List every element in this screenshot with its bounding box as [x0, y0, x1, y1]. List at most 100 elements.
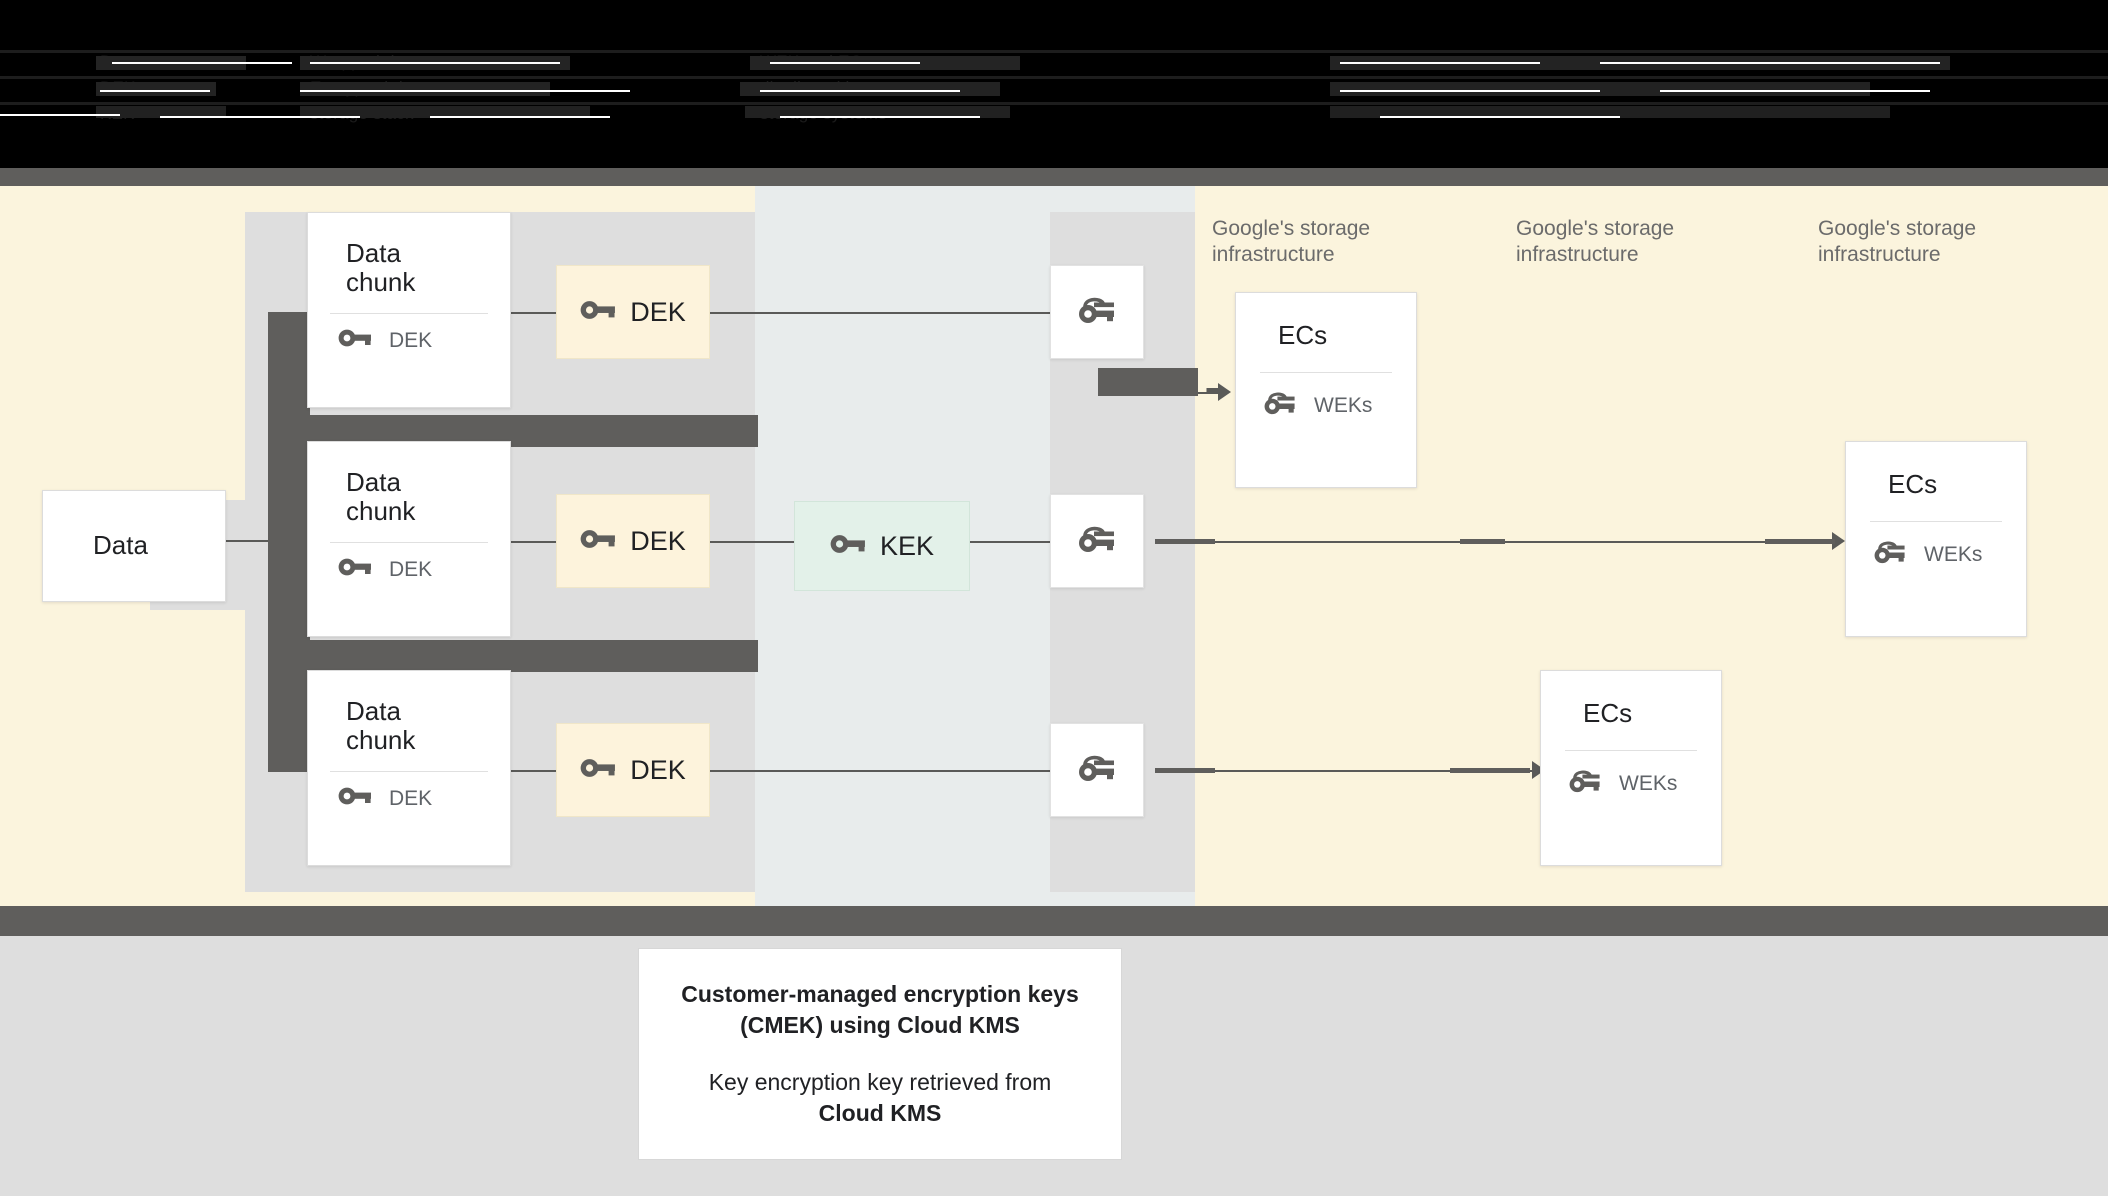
caption-line-1: Customer-managed encryption keys	[681, 981, 1079, 1008]
key-icon	[338, 328, 372, 353]
occlusion-branch-2	[268, 640, 758, 672]
keybox-wrapped-key-3[interactable]	[1050, 723, 1144, 817]
card-ecs-2[interactable]: ECs WEKs	[1845, 441, 2027, 637]
smear-block	[96, 82, 216, 96]
card-data[interactable]: Data	[42, 490, 226, 602]
smear-bar	[0, 50, 2108, 53]
arrow-occlusion-seg	[1450, 768, 1530, 773]
chip-label: DEK	[630, 525, 686, 556]
key-icon	[580, 299, 616, 326]
connector-dek1-wek	[710, 312, 1050, 314]
card-ecs-3[interactable]: ECs WEKs	[1540, 670, 1722, 866]
card-key-label: WEKs	[1924, 542, 1983, 566]
scanline	[770, 62, 920, 64]
keybox-wrapped-key-1[interactable]	[1050, 265, 1144, 359]
card-title: ECs	[1278, 320, 1328, 350]
arrowhead-to-ecs2	[1832, 532, 1845, 550]
scanline	[100, 90, 210, 92]
scanline	[1380, 116, 1620, 118]
key-icon	[830, 533, 866, 560]
smear-block	[96, 106, 226, 118]
wrapped-key-icon	[1262, 389, 1298, 422]
caption-line-3: Key encryption key retrieved from	[708, 1069, 1052, 1095]
scanline	[160, 116, 360, 118]
arrow-wek3-ecs3-line	[1155, 770, 1535, 772]
bottom-divider-strip	[0, 906, 2108, 938]
scanline	[1600, 62, 1940, 64]
chip-kek[interactable]: KEK	[794, 501, 970, 591]
label-storage-infrastructure-3: Google's storage infrastructure	[1818, 217, 1977, 266]
card-title: Data chunk	[346, 696, 416, 756]
card-divider	[330, 542, 488, 544]
card-ecs-1[interactable]: ECs WEKs	[1235, 292, 1417, 488]
card-key-label: WEKs	[1314, 393, 1373, 417]
arrow-occlusion-seg	[1155, 539, 1215, 544]
smear-bar	[0, 102, 2108, 105]
wrapped-key-icon	[1872, 538, 1908, 571]
chip-dek-1[interactable]: DEK	[556, 265, 710, 359]
smear-bar	[0, 76, 2108, 79]
arrow-occlusion-seg	[1155, 768, 1215, 773]
label-storage-infrastructure-1: Google's storage infrastructure	[1212, 217, 1371, 266]
smear-block	[745, 106, 1010, 118]
card-title: ECs	[1583, 698, 1633, 728]
keybox-wrapped-key-2[interactable]	[1050, 494, 1144, 588]
wrapped-key-icon	[1076, 294, 1118, 331]
card-divider	[1260, 372, 1392, 374]
card-divider	[1870, 521, 2002, 523]
scanline	[0, 114, 120, 116]
top-divider-strip	[0, 168, 2108, 186]
chip-dek-3[interactable]: DEK	[556, 723, 710, 817]
smear-block	[300, 106, 590, 118]
obscured-legend-band: Data DEK KEK Wrapped data Encrypted data…	[0, 0, 2108, 168]
card-key-label: DEK	[389, 328, 433, 352]
card-divider	[330, 313, 488, 315]
smear-block	[300, 82, 550, 96]
smear-block	[1330, 106, 1890, 118]
card-title: Data chunk	[346, 238, 416, 298]
connector-kek-right	[1005, 541, 1065, 543]
card-data-chunk-2[interactable]: Data chunk DEK	[307, 441, 511, 637]
chip-label: KEK	[879, 530, 935, 561]
caption-line-4: Cloud KMS	[818, 1099, 942, 1126]
card-data-chunk-3[interactable]: Data chunk DEK	[307, 670, 511, 866]
scanline	[310, 62, 560, 64]
smear-block	[1330, 82, 1870, 96]
scanline	[112, 62, 292, 64]
card-key-label: WEKs	[1619, 771, 1678, 795]
key-icon	[338, 786, 372, 811]
scanline	[780, 116, 980, 118]
card-key-label: DEK	[389, 557, 433, 581]
card-divider	[330, 771, 488, 773]
scanline	[430, 116, 610, 118]
caption-box: Customer-managed encryption keys (CMEK) …	[638, 948, 1122, 1160]
wrapped-key-icon	[1076, 752, 1118, 789]
card-title: ECs	[1888, 469, 1938, 499]
arrow-occlusion-seg	[1765, 539, 1835, 544]
key-icon	[580, 528, 616, 555]
scanline	[1660, 90, 1930, 92]
label-storage-infrastructure-2: Google's storage infrastructure	[1516, 217, 1675, 266]
key-icon	[580, 757, 616, 784]
smear-block	[740, 82, 1000, 96]
occlusion-trunk-vertical	[268, 312, 310, 772]
scanline	[300, 90, 630, 92]
connector-dek3-wek	[710, 770, 1050, 772]
card-key-label: DEK	[389, 786, 433, 810]
key-icon	[338, 557, 372, 582]
wrapped-key-icon	[1567, 767, 1603, 800]
chip-dek-2[interactable]: DEK	[556, 494, 710, 588]
card-data-label: Data	[93, 530, 148, 561]
card-data-chunk-1[interactable]: Data chunk DEK	[307, 212, 511, 408]
scanline	[1340, 90, 1600, 92]
arrow-occlusion-seg	[1460, 539, 1505, 544]
occlusion-wek1-arrow	[1098, 368, 1198, 396]
scanline	[1340, 62, 1540, 64]
caption-line-2: (CMEK) using Cloud KMS	[740, 1012, 1020, 1039]
wrapped-key-icon	[1076, 523, 1118, 560]
chip-label: DEK	[630, 296, 686, 327]
scanline	[760, 90, 960, 92]
card-title: Data chunk	[346, 467, 416, 527]
chip-label: DEK	[630, 754, 686, 785]
